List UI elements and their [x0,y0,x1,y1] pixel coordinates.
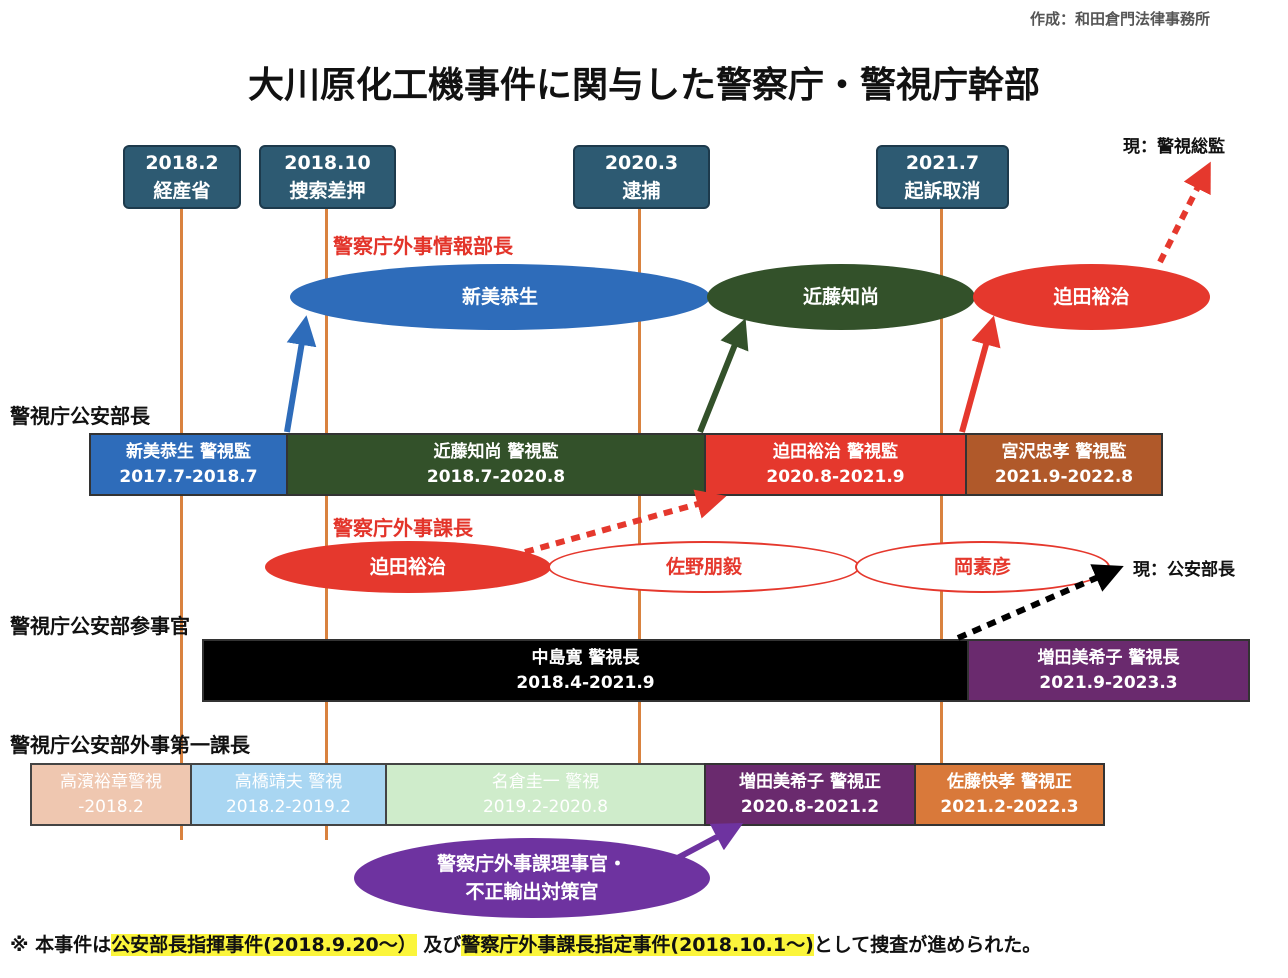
bar-period: 2021.9-2023.3 [1039,672,1178,693]
daiichi-bar-nagura: 名倉圭一 警視 2019.2-2020.8 [385,763,706,826]
arrow-kondo-up [697,318,749,434]
joho-bucho-ellipse-kondo: 近藤知尚 [707,264,975,330]
date-box-2020-3: 2020.3 逮捕 [573,145,710,209]
daiichi-bar-sato: 佐藤快孝 警視正 2021.2-2022.3 [914,763,1105,826]
arrow-nakajima-koan-bucho [956,564,1124,641]
page-title: 大川原化工機事件に関与した警察庁・警視庁幹部 [247,65,1040,106]
now-keishi-sokan-label: 現：警視総監 [1123,137,1225,157]
koan-bucho-bar-kondo: 近藤知尚 警視監 2018.7-2020.8 [286,433,706,496]
arrow-niimi-up [284,315,317,433]
bar-period: 2021.9-2022.8 [994,466,1134,487]
daiichi-bar-takahashi: 高橋靖夫 警視 2018.2-2019.2 [190,763,387,826]
koan-bucho-label: 警視庁公安部長 [10,404,150,428]
gaiji-kacho-ellipse-sano: 佐野朋毅 [548,541,860,593]
event-label: 経産省 [153,180,211,202]
event-label: 捜索差押 [289,180,366,202]
gaiji-joho-bucho-label: 警察庁外事情報部長 [333,234,513,258]
gaiji-kacho-label: 警察庁外事課長 [333,516,473,540]
bar-period: 2021.2-2022.3 [940,796,1079,817]
arrow-sakoda-keishi-sokan [1157,161,1211,264]
ellipse-line1: 警察庁外事課理事官・ [436,853,627,875]
bar-name: 高濱裕章警視 [60,771,162,792]
bar-period: 2020.8-2021.9 [766,466,905,487]
footnote-prefix: ※ 本事件は [10,934,112,956]
koan-bucho-bar-miyazawa: 宮沢忠孝 警視監 2021.9-2022.8 [965,433,1163,496]
event-label: 起訴取消 [904,180,981,202]
date-label: 2021.7 [905,152,980,174]
date-label: 2018.10 [284,152,371,174]
arrow-sakoda-up [959,315,1001,433]
date-box-2018-10: 2018.10 捜索差押 [259,145,396,209]
joho-bucho-ellipse-sakoda: 迫田裕治 [973,264,1210,330]
gaiji-kacho-ellipse-oka: 岡素彦 [855,541,1110,593]
timeline-line-2018-10 [325,205,328,840]
credit-text: 作成：和田倉門法律事務所 [1030,10,1211,28]
bar-name: 迫田裕治 警視監 [773,441,898,462]
bar-name: 佐藤快孝 警視正 [947,771,1072,792]
rijikan-ellipse: 警察庁外事課理事官・ 不正輸出対策官 [354,838,710,918]
bar-name: 増田美希子 警視正 [739,771,881,792]
bar-name: 新美恭生 警視監 [126,441,251,462]
bar-name: 増田美希子 警視長 [1037,647,1180,668]
date-box-2021-7: 2021.7 起訴取消 [876,145,1009,209]
ellipse-name: 近藤知尚 [802,286,879,308]
gaiji-daiichi-kacho-label: 警視庁公安部外事第一課長 [10,733,250,757]
arrow-sakoda-kacho-to-bucho [524,489,727,555]
bar-period: 2018.4-2021.9 [516,672,655,693]
bar-name: 中島寛 警視長 [531,647,640,668]
date-label: 2020.3 [604,152,679,174]
footnote-highlight-2: 警察庁外事課長指定事件(2018.10.1〜) [461,934,814,956]
footnote: ※ 本事件は公安部長指揮事件(2018.9.20〜） 及び警察庁外事課長指定事件… [10,930,1041,957]
bar-name: 近藤知尚 警視監 [433,441,559,462]
bar-name: 宮沢忠孝 警視監 [1001,441,1127,462]
now-koan-bucho-label: 現：公安部長 [1133,560,1235,580]
ellipse-name: 迫田裕治 [369,556,446,578]
bar-name: 高橋靖夫 警視 [234,771,343,792]
timeline-line-2018-2 [180,205,183,840]
daiichi-bar-masuda: 増田美希子 警視正 2020.8-2021.2 [704,763,916,826]
ellipse-name: 迫田裕治 [1053,286,1130,308]
sanjikan-label: 警視庁公安部参事官 [10,614,190,638]
joho-bucho-ellipse-niimi: 新美恭生 [290,264,710,330]
koan-bucho-bar-sakoda: 迫田裕治 警視監 2020.8-2021.9 [704,433,967,496]
ellipse-name: 新美恭生 [461,286,538,308]
bar-period: 2018.2-2019.2 [225,796,352,817]
footnote-highlight-1: 公安部長指揮事件(2018.9.20〜） [111,934,417,956]
date-label: 2018.2 [145,152,219,174]
footnote-mid: 及び [423,934,462,956]
ellipse-name: 岡素彦 [953,556,1011,578]
koan-bucho-bar-niimi: 新美恭生 警視監 2017.7-2018.7 [89,433,288,496]
bar-period: 2019.2-2020.8 [482,796,609,817]
bar-period: 2020.8-2021.2 [740,796,880,817]
sanjikan-bar-masuda: 増田美希子 警視長 2021.9-2023.3 [967,639,1250,702]
footnote-suffix: として捜査が進められた。 [813,934,1042,956]
ellipse-line2: 不正輸出対策官 [465,881,599,903]
ellipse-name: 佐野朋毅 [665,556,742,578]
date-box-2018-2: 2018.2 経産省 [123,145,241,209]
event-label: 逮捕 [622,180,661,202]
bar-period: -2018.2 [78,796,144,817]
sanjikan-bar-nakajima: 中島寛 警視長 2018.4-2021.9 [202,639,969,702]
bar-period: 2017.7-2018.7 [119,466,258,487]
bar-period: 2018.7-2020.8 [426,466,566,487]
bar-name: 名倉圭一 警視 [491,771,600,792]
gaiji-kacho-ellipse-sakoda: 迫田裕治 [265,541,551,593]
arrow-rijikan-to-masuda [668,822,744,865]
daiichi-bar-takahama: 高濱裕章警視 -2018.2 [30,763,192,826]
